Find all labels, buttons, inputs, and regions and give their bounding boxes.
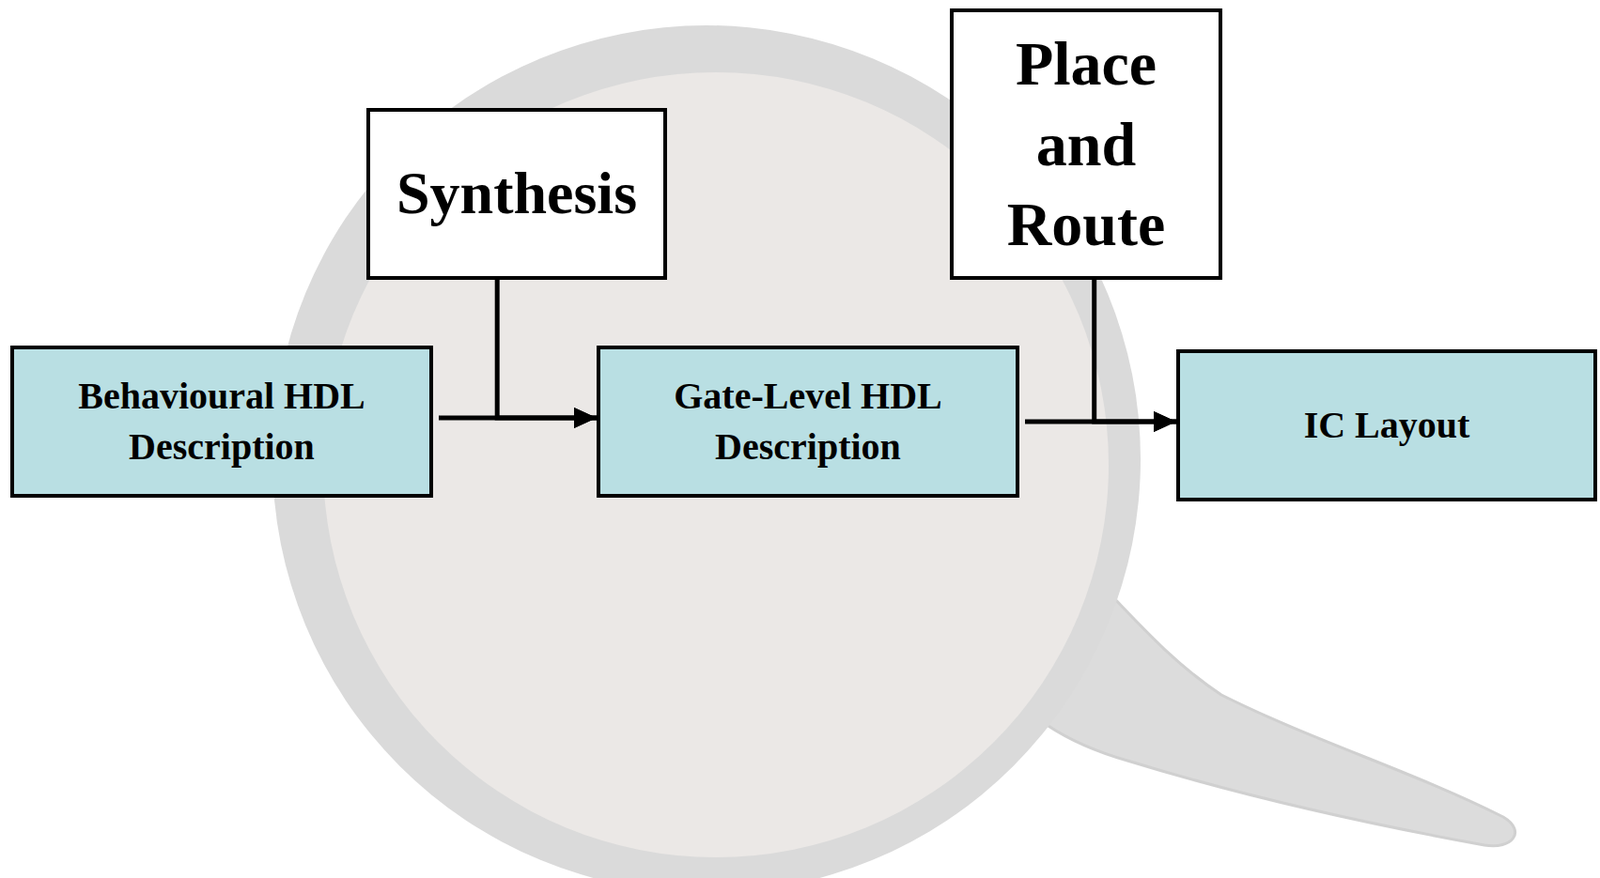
flow-arrow [1094,279,1177,422]
process-box: Behavioural HDL Description [10,345,434,498]
flow-arrow [497,279,597,419]
process-box: Gate-Level HDL Description [596,345,1020,498]
box-label: Gate-Level HDL Description [610,371,1006,473]
tool-box: Place and Route [949,8,1223,280]
box-label: Behavioural HDL Description [24,371,420,473]
tool-box: Synthesis [366,108,668,280]
box-label: Place and Route [963,23,1209,265]
process-box: IC Layout [1176,349,1598,502]
box-label: Synthesis [396,157,637,231]
box-label: IC Layout [1304,400,1471,451]
